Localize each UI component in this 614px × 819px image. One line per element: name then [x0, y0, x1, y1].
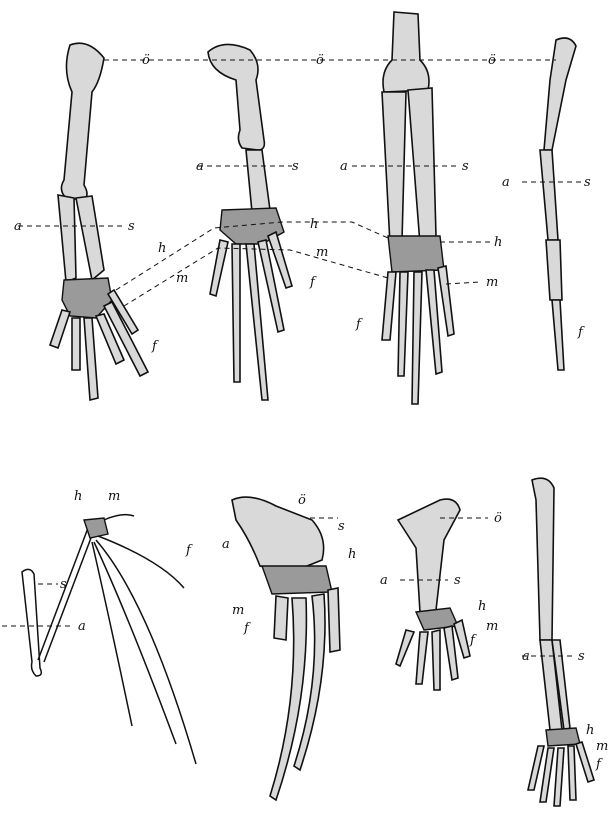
label-f-4: f: [577, 325, 585, 340]
label-h-6: h: [348, 547, 356, 562]
label-a-3: a: [340, 159, 348, 174]
label-h-2: h: [310, 217, 318, 232]
label-s-6: s: [338, 519, 345, 534]
label-s-8: s: [578, 649, 585, 664]
label-f-3: f: [355, 317, 363, 332]
label-m-8: m: [596, 739, 608, 754]
label-m-2: m: [316, 245, 328, 260]
label-f-8: f: [595, 757, 603, 772]
label-h-1: h: [158, 241, 166, 256]
specimen-sixth-limb: [232, 497, 340, 800]
label-a-8: a: [522, 649, 530, 664]
label-s-5: s: [60, 577, 67, 592]
label-f-7: f: [469, 633, 477, 648]
label-f-1: f: [151, 339, 159, 354]
label-s-2: s: [292, 159, 299, 174]
label-m-3: m: [486, 275, 498, 290]
label-humerus-6: ö: [298, 493, 306, 508]
label-h-3: h: [494, 235, 502, 250]
label-m-1: m: [176, 271, 188, 286]
label-a-4: a: [502, 175, 510, 190]
specimen-fourth-limb: [540, 38, 576, 370]
label-s-3: s: [462, 159, 469, 174]
label-h-8: h: [586, 723, 594, 738]
specimen-seventh-limb: [396, 499, 470, 690]
label-f-2: f: [309, 275, 317, 290]
label-s-7: s: [454, 573, 461, 588]
specimen-eighth-limb: [528, 478, 594, 806]
label-m-5: m: [108, 489, 120, 504]
label-a-6: a: [222, 537, 230, 552]
label-m-6: m: [232, 603, 244, 618]
label-humerus-7: ö: [494, 511, 502, 526]
label-s-4: s: [584, 175, 591, 190]
label-f-5: f: [185, 543, 193, 558]
label-a-1: a: [14, 219, 22, 234]
specimen-third-limb: [382, 12, 454, 404]
label-a-2: a: [196, 159, 204, 174]
label-h-5: h: [74, 489, 82, 504]
label-f-6: f: [243, 621, 251, 636]
label-a-5: a: [78, 619, 86, 634]
label-a-7: a: [380, 573, 388, 588]
label-humerus-3: ö: [488, 53, 496, 68]
labels: ö ö ö a s a s a s a s h h h m m m f f f …: [14, 53, 608, 772]
label-humerus-1: ö: [142, 53, 150, 68]
label-m-7: m: [486, 619, 498, 634]
label-s-1: s: [128, 219, 135, 234]
label-h-7: h: [478, 599, 486, 614]
specimen-bat-wing: [22, 515, 196, 764]
label-humerus-2: ö: [316, 53, 324, 68]
